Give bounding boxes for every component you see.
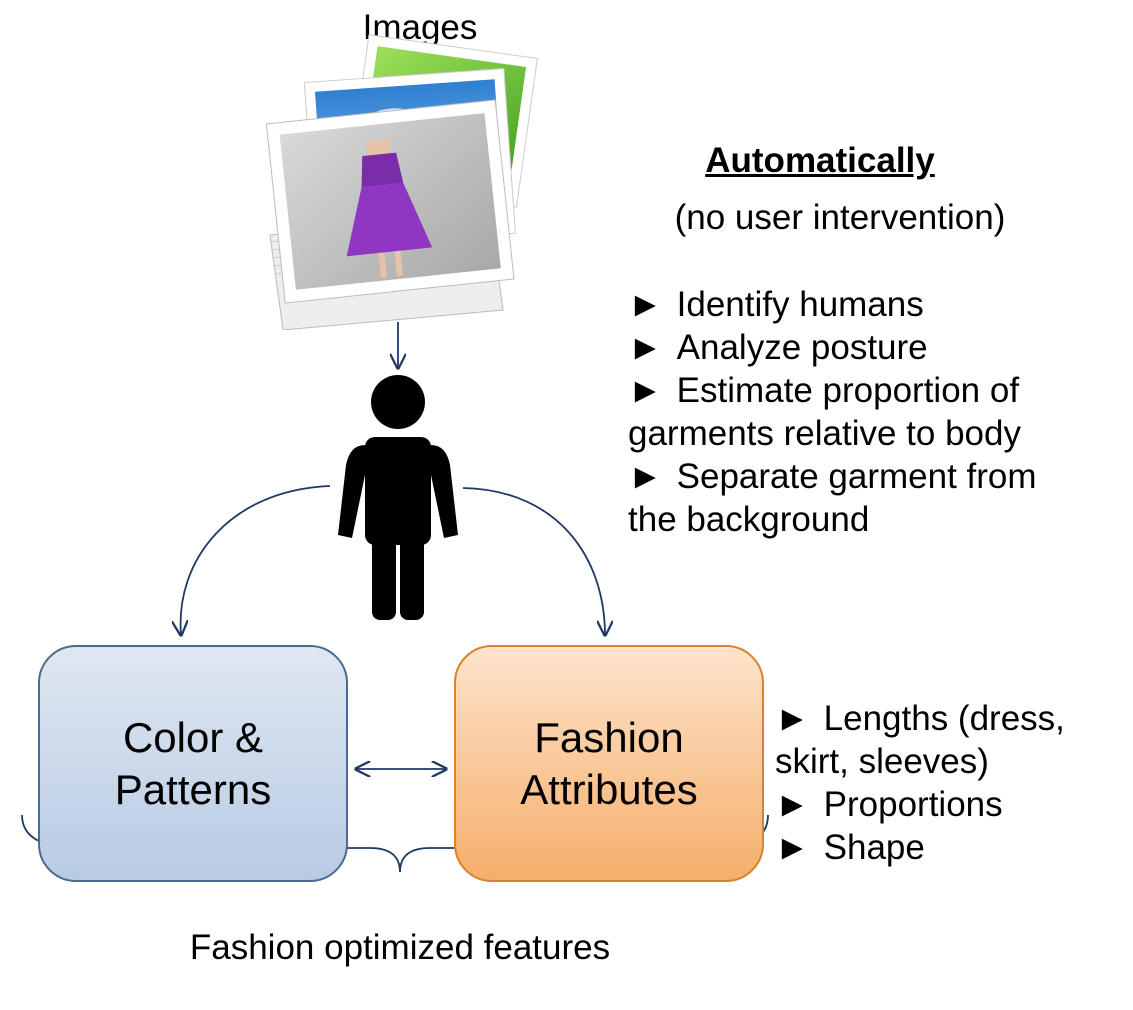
fashion-attributes-box: Fashion Attributes (454, 645, 764, 882)
list-item: ►Lengths (dress, (775, 699, 1065, 738)
bullet-arrow-icon: ► (628, 285, 663, 324)
fashion-attributes-label: Fashion Attributes (520, 713, 698, 813)
footer-label: Fashion optimized features (189, 928, 611, 967)
list-item: ►Identify humans (628, 285, 924, 324)
list-item: ►Proportions (775, 785, 1003, 824)
color-patterns-label: Color & Patterns (114, 713, 272, 813)
list-item: skirt, sleeves) (775, 742, 989, 781)
color-patterns-box: Color & Patterns (38, 645, 348, 882)
list-item: garments relative to body (628, 414, 1021, 453)
list-item: the background (628, 500, 870, 539)
automatic-subheading: (no user intervention) (674, 198, 1006, 237)
bullet-arrow-icon: ► (628, 457, 663, 496)
list-item: ►Shape (775, 828, 925, 867)
bullet-arrow-icon: ► (628, 371, 663, 410)
bullet-arrow-icon: ► (775, 699, 810, 738)
list-item: ►Separate garment from (628, 457, 1037, 496)
list-item: ►Estimate proportion of (628, 371, 1020, 410)
front-photo-icon (265, 99, 515, 304)
bullet-arrow-icon: ► (775, 828, 810, 867)
person-to-color-arrow (181, 485, 331, 635)
attributes-list: ►Lengths (dress, skirt, sleeves) ►Propor… (775, 697, 1130, 869)
photo-stack-icon (265, 34, 538, 330)
dress-icon (346, 139, 433, 278)
bullet-arrow-icon: ► (628, 328, 663, 367)
bullet-arrow-icon: ► (775, 785, 810, 824)
list-item: ►Analyze posture (628, 328, 928, 367)
person-to-fashion-arrow (462, 487, 605, 635)
person-icon (338, 375, 458, 620)
automatic-heading: Automatically (705, 141, 935, 180)
automatic-steps-list: ►Identify humans ►Analyze posture ►Estim… (628, 283, 1128, 541)
